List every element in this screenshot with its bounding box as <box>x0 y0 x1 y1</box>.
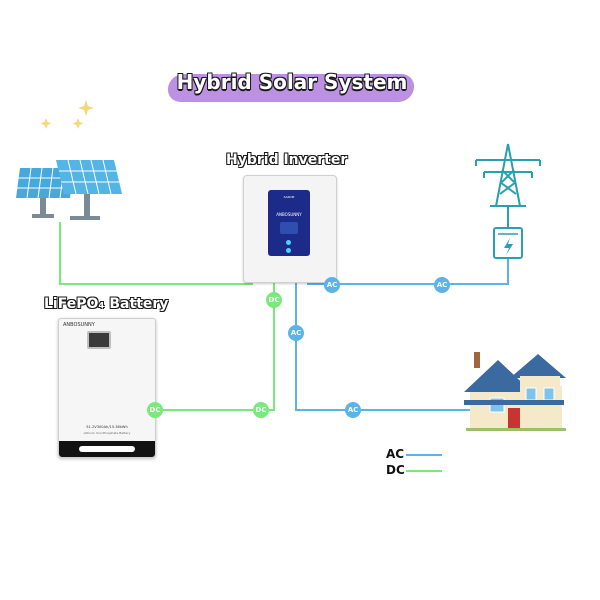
hybrid-inverter: SAKOM ANBOSUNNY <box>243 175 337 283</box>
inverter-display <box>280 222 298 234</box>
battery-label: LiFePO₄ Battery <box>44 296 169 312</box>
moon-stars-icon <box>40 92 94 132</box>
house-icon <box>464 352 566 431</box>
connection-badge-dc: DC <box>253 402 269 418</box>
solar-panel-icon <box>16 159 122 220</box>
legend-dc-label: DC <box>386 463 405 477</box>
battery-base <box>59 441 155 457</box>
inverter-brand: ANBOSUNNY <box>276 212 302 217</box>
legend-ac-label: AC <box>386 447 405 461</box>
power-tower-icon <box>475 143 541 207</box>
electric-meter-icon <box>493 206 523 259</box>
connection-badge-ac: AC <box>345 402 361 418</box>
inverter-front-panel: SAKOM ANBOSUNNY <box>268 190 310 256</box>
connection-badge-dc: DC <box>266 292 282 308</box>
battery-subtext: Lithium Iron Phosphate Battery <box>83 431 131 435</box>
connection-badge-ac: AC <box>434 277 450 293</box>
inverter-led <box>286 248 291 253</box>
lifepo4-battery: ANBOSUNNY 51.2V300Ah/15.36kWh Lithium Ir… <box>58 318 156 458</box>
connection-badge-ac: AC <box>324 277 340 293</box>
page-title: Hybrid Solar System <box>176 70 408 94</box>
inverter-label: Hybrid Inverter <box>226 152 348 168</box>
battery-brand: ANBOSUNNY <box>63 322 95 328</box>
connection-badge-ac: AC <box>288 325 304 341</box>
battery-handle <box>79 446 135 452</box>
inverter-led <box>286 240 291 245</box>
battery-screen <box>87 331 111 349</box>
connection-badge-dc: DC <box>147 402 163 418</box>
inverter-model: SAKOM <box>283 195 295 199</box>
battery-spec: 51.2V300Ah/15.36kWh <box>86 425 128 429</box>
